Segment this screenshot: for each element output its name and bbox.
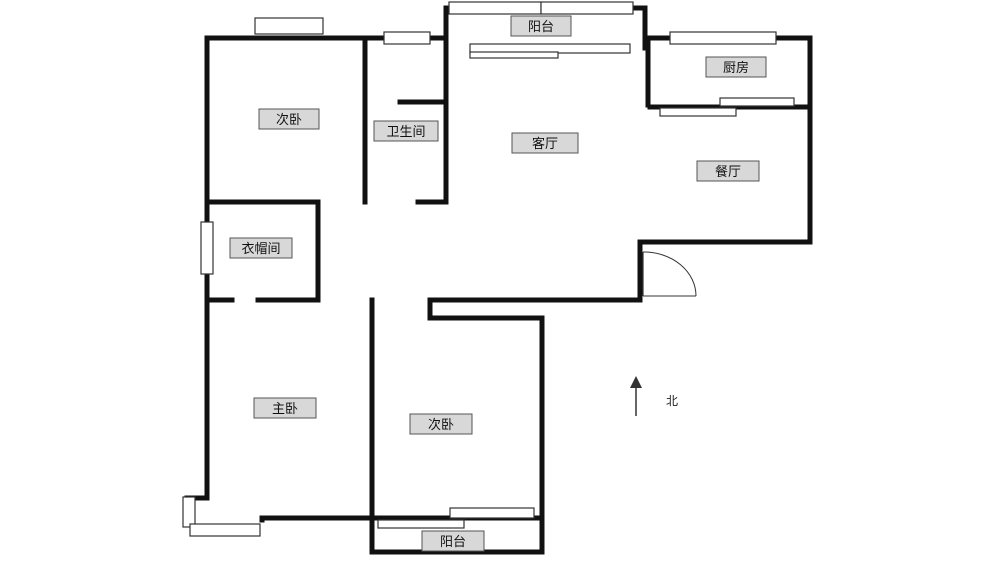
label-cloakroom: 衣帽间 [229,237,293,259]
label-balcony-south: 阳台 [421,530,485,552]
entrance-door [642,251,697,297]
window-nw-bedroom [254,17,324,35]
north-label: 北 [666,394,678,408]
svg-text:阳台: 阳台 [528,20,554,35]
window-south-balcony-b [377,519,465,529]
label-master-bedroom: 主卧 [253,397,317,419]
svg-text:衣帽间: 衣帽间 [241,241,280,257]
svg-text:阳台: 阳台 [440,535,466,550]
wall-south-bedroom-notch [427,297,545,555]
wall-south-bedroom [369,297,545,555]
label-living-room: 客厅 [511,132,579,154]
walls [184,5,813,555]
window-master-bottom [189,523,261,537]
window-balcony-north-right [540,1,634,15]
svg-text:次卧: 次卧 [276,112,302,128]
label-bathroom: 卫生间 [373,120,439,142]
svg-text:次卧: 次卧 [428,417,454,433]
windows [182,1,795,537]
window-kitchen-inner-a [719,97,795,107]
window-balcony-north-left [448,1,542,15]
window-kitchen-inner-b [659,107,737,117]
window-bathroom [383,31,431,45]
window-balcony-north-sill [469,51,559,59]
svg-text:餐厅: 餐厅 [715,164,741,180]
label-bedroom-nw: 次卧 [258,108,320,130]
window-kitchen [669,31,777,45]
svg-text:厨房: 厨房 [723,60,749,76]
window-master-corner [182,496,196,528]
svg-text:客厅: 客厅 [532,136,558,152]
window-south-balcony-a [449,507,535,519]
window-cloakroom [200,221,214,275]
wall-master-bottom [259,515,375,523]
label-balcony-north: 阳台 [510,15,572,37]
svg-text:主卧: 主卧 [272,402,298,417]
north-arrow: 北 [630,376,678,416]
svg-text:卫生间: 卫生间 [386,125,425,140]
arrowhead-icon [630,376,642,388]
label-kitchen: 厨房 [705,56,767,78]
label-dining-room: 餐厅 [696,160,760,182]
label-bedroom-south: 次卧 [409,413,473,435]
